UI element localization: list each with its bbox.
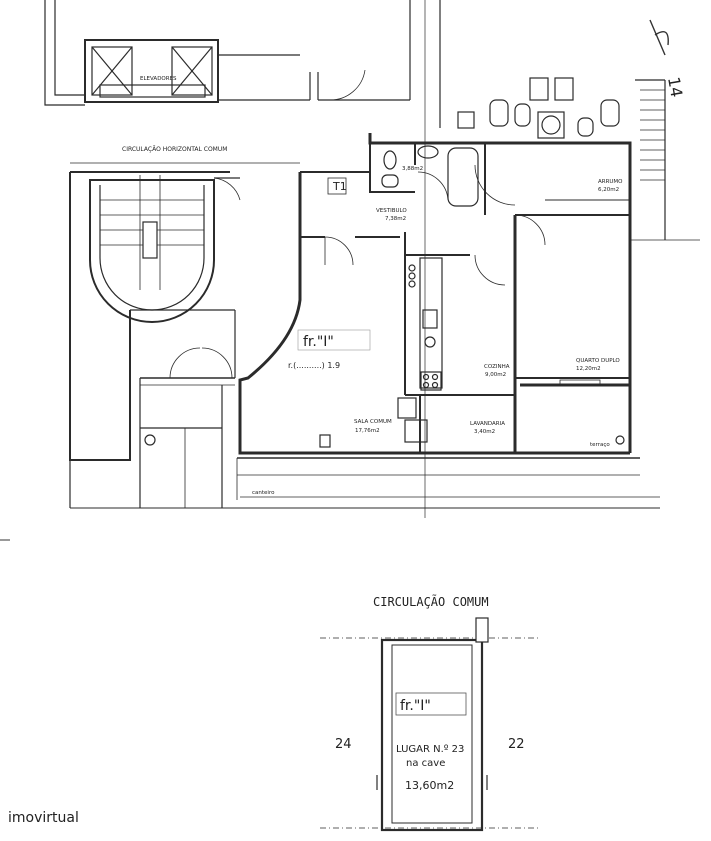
room-sala-area: 17,76m2	[355, 428, 380, 434]
lower-plan-title: CIRCULAÇÃO COMUM	[373, 594, 489, 609]
parking-space	[380, 638, 484, 832]
upper-fraction-box	[297, 329, 371, 351]
room-quarto-name: QUARTO DUPLO	[576, 358, 620, 364]
stair-core	[89, 179, 215, 323]
upper-fraction-note: r.(..........) 1.9	[288, 361, 340, 370]
upper-plan	[44, 0, 700, 518]
room-quarto-area: 12,20m2	[576, 366, 601, 372]
room-sala-name: SALA COMUM	[354, 419, 392, 425]
room-cozinha-name: COZINHA	[484, 364, 510, 370]
space-area: 13,60m2	[405, 779, 454, 792]
upper-fraction-tag: fr."I"	[303, 334, 334, 350]
room-arrumo-name: ARRUMO	[598, 179, 623, 185]
room-lavandaria-name: LAVANDARIA	[470, 421, 505, 427]
lower-plan	[320, 617, 540, 832]
room-cozinha-area: 9,00m2	[485, 372, 506, 378]
lower-fraction-box	[395, 692, 467, 716]
room-arrumo-area: 6,20m2	[598, 187, 619, 193]
room-vestibulo-area: 7,38m2	[385, 216, 406, 222]
room-vestibulo-name: VESTIBULO	[376, 208, 407, 214]
terrace-label: terraço	[590, 442, 610, 448]
space-number-right: 22	[508, 737, 525, 752]
handwritten-number: 14	[664, 75, 686, 98]
lower-fraction-tag: fr."I"	[400, 698, 431, 714]
planter-label: canteiro	[252, 490, 275, 496]
room-wc-area: 3,88m2	[402, 166, 423, 172]
watermark: imovirtual	[8, 810, 79, 826]
elevator-block	[84, 39, 219, 103]
space-label: LUGAR N.º 23	[396, 744, 464, 755]
corridor-label: CIRCULAÇÃO HORIZONTAL COMUM	[122, 146, 227, 153]
space-number-left: 24	[335, 737, 352, 752]
elevators-label: ELEVADORES	[140, 76, 177, 82]
room-lavandaria-area: 3,40m2	[474, 429, 495, 435]
handwritten-mark	[649, 19, 669, 56]
t1-tag: T1	[332, 180, 347, 193]
space-location: na cave	[406, 758, 445, 769]
